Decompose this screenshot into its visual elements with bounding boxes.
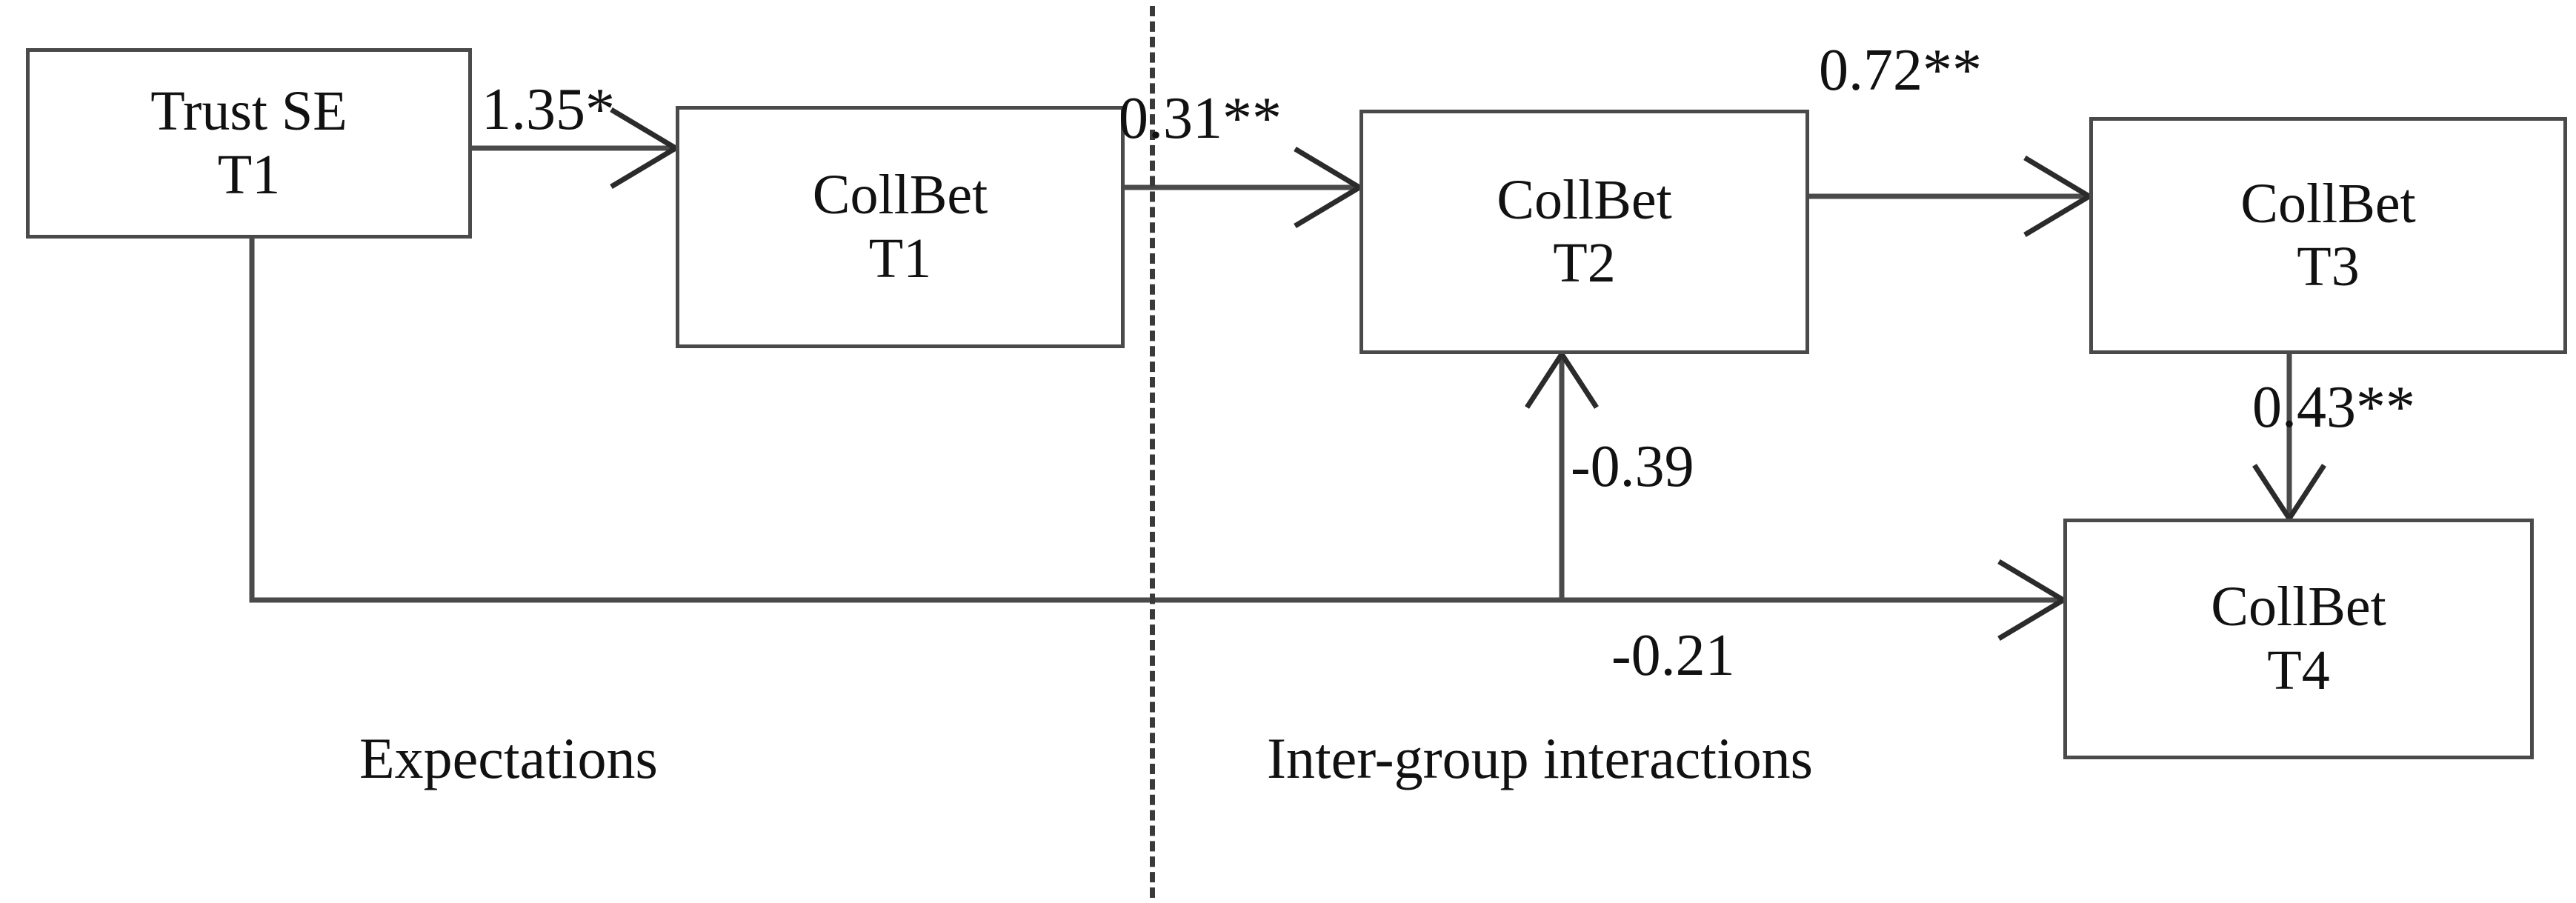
edge-label-minus-0-21: -0.21 <box>1611 623 1735 688</box>
node-label-line1: CollBet <box>812 164 988 227</box>
node-collbet-t3[interactable]: CollBet T3 <box>2089 117 2567 354</box>
edge-label-0-31: 0.31** <box>1119 86 1282 151</box>
arrowhead-baseline-to-collbet-t2 <box>1525 349 1599 409</box>
phase-divider <box>1150 6 1155 898</box>
node-label-line1: CollBet <box>2240 172 2416 235</box>
node-label-line1: CollBet <box>2211 576 2386 639</box>
edge-line-trust-to-collbet-t4 <box>249 239 2063 603</box>
node-label-line1: CollBet <box>1497 168 1672 231</box>
node-label-line2: T4 <box>2267 639 2330 702</box>
node-collbet-t1[interactable]: CollBet T1 <box>676 106 1125 348</box>
edge-label-0-43: 0.43** <box>2252 375 2415 440</box>
zone-label-expectations: Expectations <box>359 726 658 790</box>
zone-label-inter-group-interactions: Inter-group interactions <box>1267 726 1814 790</box>
node-label-line1: Trust SE <box>150 80 347 143</box>
edge-label-1-35: 1.35* <box>482 77 615 142</box>
node-trust-se-t1[interactable]: Trust SE T1 <box>26 48 472 239</box>
node-collbet-t2[interactable]: CollBet T2 <box>1359 110 1809 354</box>
node-collbet-t4[interactable]: CollBet T4 <box>2063 519 2534 759</box>
node-label-line2: T1 <box>868 227 932 290</box>
node-label-line2: T1 <box>217 143 281 206</box>
node-label-line2: T3 <box>2297 236 2360 298</box>
node-label-line2: T2 <box>1553 232 1616 294</box>
edge-label-0-72: 0.72** <box>1819 38 1982 103</box>
edge-label-minus-0-39: -0.39 <box>1571 434 1694 499</box>
